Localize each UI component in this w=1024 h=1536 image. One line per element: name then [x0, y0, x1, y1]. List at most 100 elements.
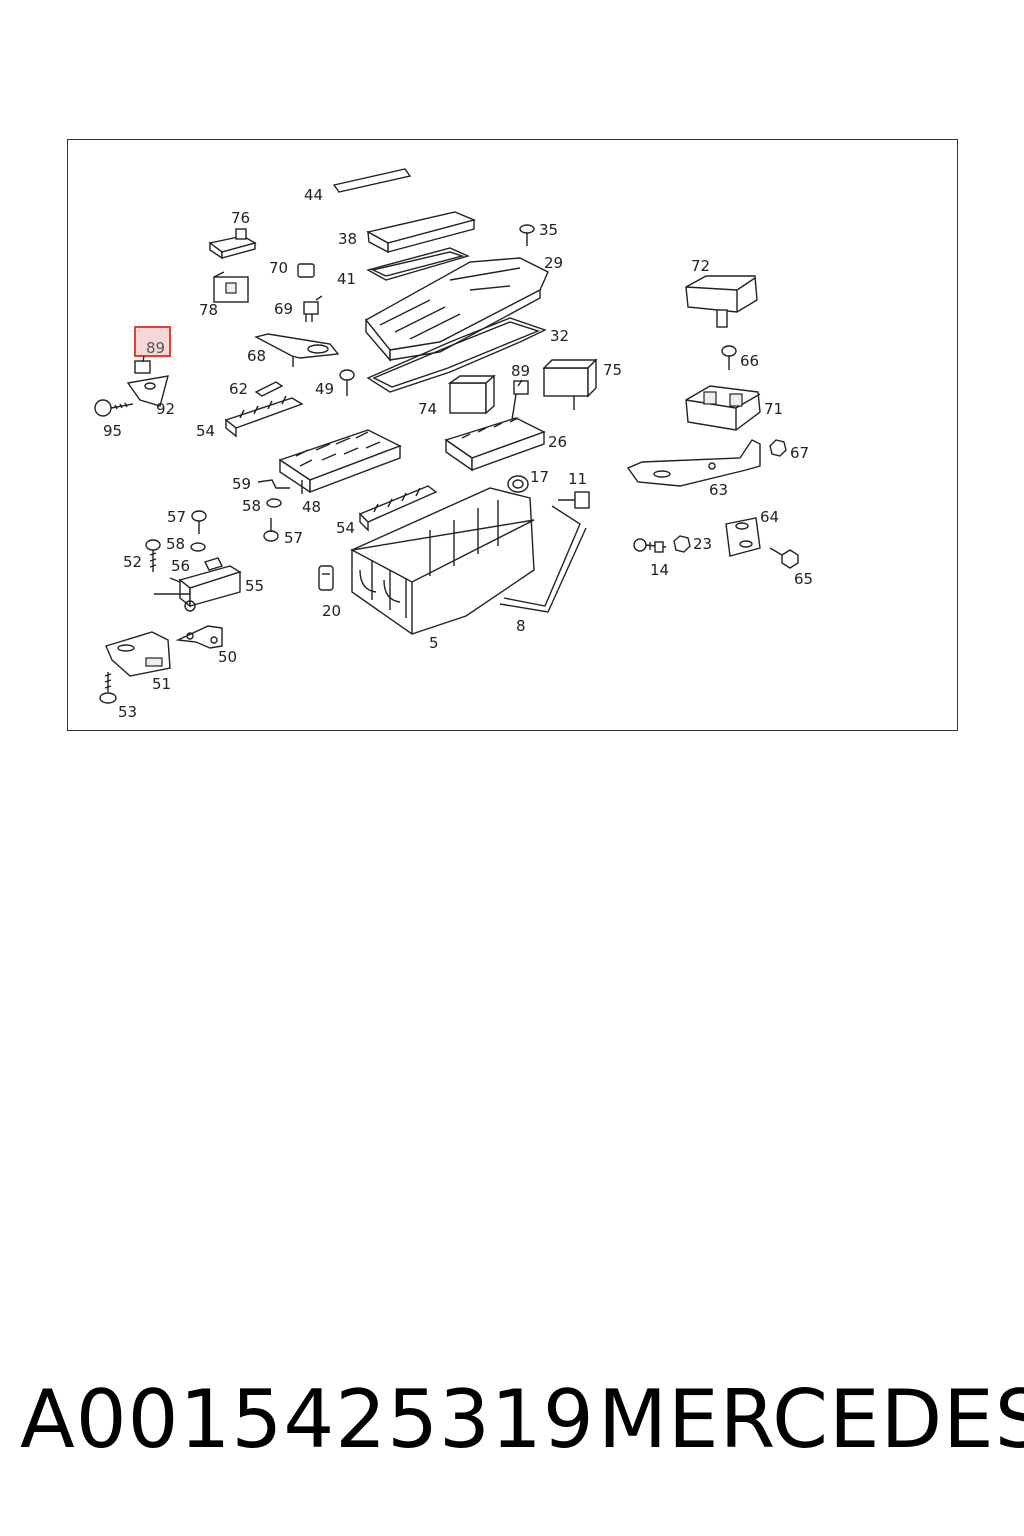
part-35-screw[interactable] [519, 224, 535, 246]
part-38-cover[interactable] [366, 211, 477, 254]
part-89-relay-lower[interactable] [511, 380, 529, 421]
part-54-fuse-strip-lower[interactable] [358, 485, 438, 532]
callout-75[interactable]: 75 [603, 361, 622, 379]
part-63-bracket[interactable] [626, 439, 761, 487]
part-57-screw-left[interactable] [191, 510, 207, 534]
callout-89[interactable]: 89 [511, 362, 530, 380]
callout-51[interactable]: 51 [152, 675, 171, 693]
callout-69[interactable]: 69 [274, 300, 293, 318]
callout-53[interactable]: 53 [118, 703, 137, 721]
callout-labels: 44 76 38 35 70 41 29 72 78 69 32 89 68 6… [103, 186, 813, 721]
part-92-plate[interactable] [126, 375, 169, 407]
part-32-seal[interactable] [366, 317, 547, 393]
part-51-bracket[interactable] [105, 631, 171, 677]
callout-63[interactable]: 63 [709, 481, 728, 499]
callout-74[interactable]: 74 [418, 400, 437, 418]
callout-62[interactable]: 62 [229, 380, 248, 398]
part-54-fuse-strip-upper[interactable] [224, 395, 304, 438]
part-48-fuse-block[interactable] [278, 429, 402, 494]
part-89-relay[interactable] [134, 360, 151, 374]
part-23-nut[interactable] [673, 535, 691, 553]
callout-70[interactable]: 70 [269, 259, 288, 277]
part-56-nut[interactable] [204, 557, 223, 571]
callout-48[interactable]: 48 [302, 498, 321, 516]
callout-38[interactable]: 38 [338, 230, 357, 248]
callout-95[interactable]: 95 [103, 422, 122, 440]
part-64-bracket[interactable] [725, 517, 761, 557]
part-29-fusebox-lid[interactable] [364, 257, 549, 362]
part-26-relay-carrier[interactable] [444, 417, 546, 472]
callout-55[interactable]: 55 [245, 577, 264, 595]
part-53-screw[interactable] [99, 672, 117, 704]
part-20-clip[interactable] [318, 565, 334, 591]
part-74-relay[interactable] [447, 374, 496, 415]
callout-41[interactable]: 41 [337, 270, 356, 288]
callout-76[interactable]: 76 [231, 209, 250, 227]
callout-64[interactable]: 64 [760, 508, 779, 526]
part-69-clip[interactable] [303, 295, 323, 322]
part-76-holder[interactable] [208, 228, 257, 260]
callout-58-right[interactable]: 58 [242, 497, 261, 515]
callout-52[interactable]: 52 [123, 553, 142, 571]
callout-23[interactable]: 23 [693, 535, 712, 553]
callout-56[interactable]: 56 [171, 557, 190, 575]
callout-44[interactable]: 44 [304, 186, 323, 204]
product-caption: A0015425319 MERCEDES [0, 1370, 1024, 1470]
part-70-relay[interactable] [297, 263, 315, 278]
callout-78[interactable]: 78 [199, 301, 218, 319]
part-44-label-strip[interactable] [332, 168, 412, 193]
callout-5[interactable]: 5 [429, 634, 439, 652]
callout-71[interactable]: 71 [764, 400, 783, 418]
part-59-clip[interactable] [257, 479, 290, 489]
part-41-gasket[interactable] [366, 247, 471, 281]
part-14-bolt[interactable] [633, 538, 667, 553]
part-58-washer-right[interactable] [266, 498, 282, 508]
part-50-bracket[interactable] [175, 625, 223, 649]
part-55-relay-box[interactable] [154, 565, 242, 612]
callout-54-lower[interactable]: 54 [336, 519, 355, 537]
callout-32[interactable]: 32 [550, 327, 569, 345]
callout-59[interactable]: 59 [232, 475, 251, 493]
part-75-relay[interactable] [542, 358, 598, 410]
callout-49[interactable]: 49 [315, 380, 334, 398]
callout-29[interactable]: 29 [544, 254, 563, 272]
callout-89-highlighted[interactable]: 89 [146, 339, 165, 357]
part-11-connector[interactable] [558, 491, 590, 509]
callout-57-right[interactable]: 57 [284, 529, 303, 547]
part-78-box[interactable] [213, 271, 249, 303]
diagram-frame [67, 139, 958, 731]
callout-57-left[interactable]: 57 [167, 508, 186, 526]
part-17-grommet[interactable] [507, 475, 529, 493]
callout-68[interactable]: 68 [247, 347, 266, 365]
callout-72[interactable]: 72 [691, 257, 710, 275]
part-58-washer-left[interactable] [190, 542, 206, 552]
part-65-screw[interactable] [769, 547, 799, 569]
callout-66[interactable]: 66 [740, 352, 759, 370]
part-72-cap[interactable] [685, 275, 758, 328]
part-8-cable[interactable] [499, 505, 587, 613]
part-52-screw[interactable] [145, 539, 161, 572]
callout-17[interactable]: 17 [530, 468, 549, 486]
highlight-box-89[interactable] [134, 326, 171, 357]
part-57-screw-right[interactable] [263, 518, 279, 542]
callout-14[interactable]: 14 [650, 561, 669, 579]
callout-92[interactable]: 92 [156, 400, 175, 418]
part-71-fuse-holder[interactable] [685, 385, 761, 431]
callout-20[interactable]: 20 [322, 602, 341, 620]
callout-35[interactable]: 35 [539, 221, 558, 239]
part-68-bracket[interactable] [254, 333, 340, 367]
part-49-screw[interactable] [339, 369, 355, 396]
callout-50[interactable]: 50 [218, 648, 237, 666]
callout-67[interactable]: 67 [790, 444, 809, 462]
callout-65[interactable]: 65 [794, 570, 813, 588]
callout-54-upper[interactable]: 54 [196, 422, 215, 440]
part-67-nut[interactable] [769, 439, 787, 457]
callout-11[interactable]: 11 [568, 470, 587, 488]
callout-26[interactable]: 26 [548, 433, 567, 451]
callout-8[interactable]: 8 [516, 617, 526, 635]
callout-58-left[interactable]: 58 [166, 535, 185, 553]
part-66-screw[interactable] [721, 345, 737, 370]
part-62-fuse[interactable] [254, 381, 284, 397]
part-95-bolt[interactable] [94, 399, 134, 417]
part-5-housing[interactable] [349, 487, 535, 635]
